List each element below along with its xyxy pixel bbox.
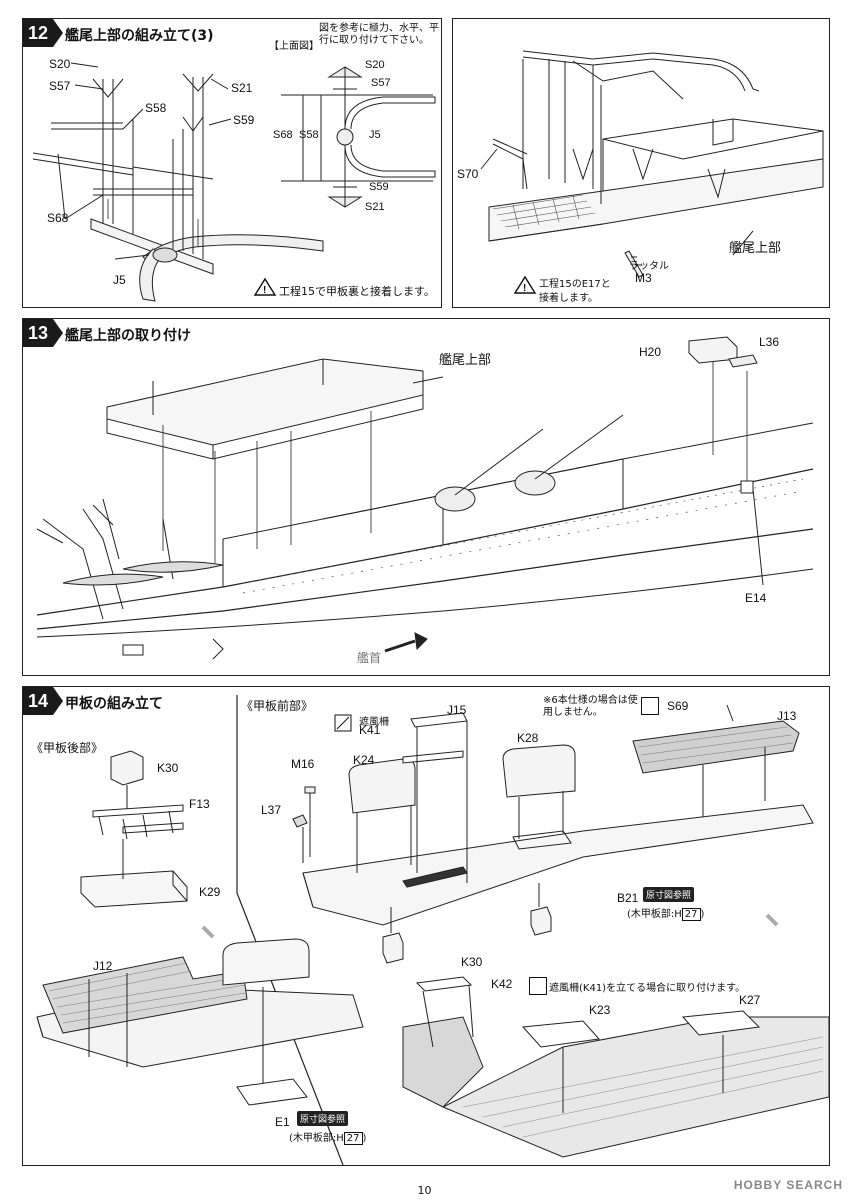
label-k28: K28 [517, 731, 539, 745]
warning-note-right-1: 工程15のE17と [539, 279, 611, 290]
rear-deck-heading: 《甲板後部》 [31, 741, 104, 755]
top-label-s68: S68 [273, 129, 293, 141]
label-k41: K41 [359, 723, 381, 737]
label-l36: L36 [759, 335, 780, 349]
label-s57: S57 [49, 79, 71, 93]
top-label-s57: S57 [371, 77, 391, 89]
note-six-barrel: ※6本仕様の場合は使用しません。 [543, 695, 638, 718]
label-m3: M3 [635, 271, 652, 285]
warning-note-right-2: 接着します。 [539, 293, 598, 304]
label-b21: B21 [617, 891, 639, 905]
label-k29: K29 [199, 885, 221, 899]
optional-part-badge [641, 697, 659, 715]
label-s58: S58 [145, 101, 167, 115]
watermark: HOBBY SEARCH [733, 1178, 843, 1192]
label-e1: E1 [275, 1115, 290, 1129]
label-f13: F13 [189, 797, 210, 811]
step-13-panel: 13 艦尾上部の取り付け [22, 318, 830, 676]
label-k42: K42 [491, 977, 513, 991]
top-label-s58: S58 [299, 129, 319, 141]
hull-stern-attachment-drawing [36, 336, 814, 660]
step-number: 13 [23, 319, 63, 347]
label-s59: S59 [233, 113, 255, 127]
label-k23: K23 [589, 1003, 611, 1017]
top-label-s59: S59 [369, 181, 389, 193]
step-title: 艦尾上部の組み立て(3) [65, 28, 214, 44]
label-s68: S68 [47, 211, 69, 225]
label-e14: E14 [745, 591, 767, 605]
label-k24: K24 [353, 753, 375, 767]
top-label-s21: S21 [365, 201, 385, 213]
label-j12: J12 [93, 959, 113, 973]
label-l37: L37 [261, 803, 282, 817]
label-stern-upper: 艦尾上部 [729, 240, 782, 255]
label-ladder: ラッタル [629, 261, 669, 272]
label-k30-rear: K30 [157, 761, 179, 775]
stern-upper-assembly-drawing: ! [32, 62, 436, 302]
deck-assembly-drawing [36, 695, 830, 1166]
label-s21: S21 [231, 81, 253, 95]
top-label-s20: S20 [365, 59, 385, 71]
reference-tag-e1: 原寸図参照 [297, 1111, 349, 1126]
page-number: 10 [417, 1184, 432, 1197]
top-view-label: 【上面図】 [269, 41, 319, 52]
svg-text:!: ! [523, 283, 526, 294]
optional-part-badge [529, 977, 547, 995]
front-deck-heading: 《甲板前部》 [241, 699, 314, 713]
label-s69: S69 [667, 699, 689, 713]
label-s70: S70 [457, 167, 479, 181]
label-k30-front: K30 [461, 955, 483, 969]
label-j13: J13 [777, 709, 797, 723]
label-k27: K27 [739, 993, 761, 1007]
step-12-right-panel: ! S70 艦尾上部 ラッタル M3 工程15のE17と 接着します。 [452, 18, 830, 308]
warning-note-left: 工程15で甲板裏と接着します。 [279, 285, 435, 298]
label-s20: S20 [49, 57, 71, 71]
step-number: 12 [23, 19, 63, 47]
label-j15: J15 [447, 703, 467, 717]
top-label-j5: J5 [369, 129, 381, 141]
step-14-panel: 14 甲板の組み立て 《甲板後部》 《甲板前部》 [22, 686, 830, 1166]
svg-text:!: ! [263, 285, 266, 296]
step-title: 甲板の組み立て [65, 696, 163, 712]
top-view-note: 図を参考に極力、水平、平行に取り付けて下さい。 [319, 23, 439, 46]
label-bow: 艦首 [357, 651, 382, 665]
k42-note: 遮風柵(K41)を立てる場合に取り付けます。 [549, 983, 746, 994]
step-12-panel: 12 艦尾上部の組み立て(3) [22, 18, 442, 308]
step-number: 14 [23, 687, 63, 715]
label-m16: M16 [291, 757, 315, 771]
label-stern-upper: 艦尾上部 [439, 352, 492, 367]
label-h20: H20 [639, 345, 662, 359]
step-title: 艦尾上部の取り付け [65, 328, 191, 344]
windscreen-label: 遮風柵 [359, 717, 389, 728]
reference-tag-b21: 原寸図参照 [643, 887, 695, 902]
label-j5: J5 [113, 273, 126, 287]
stern-upper-rails-drawing: ! [480, 50, 824, 294]
